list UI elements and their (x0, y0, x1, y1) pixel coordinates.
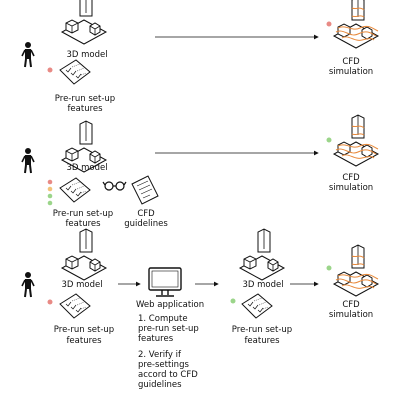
web-step1-line1: 1. Compute (138, 314, 188, 324)
cfd-label-line1: CFD (342, 300, 360, 310)
cfd-simulation-icon (333, 114, 379, 167)
checklist-icon (59, 293, 91, 319)
guidelines-label-line1: CFD (137, 209, 155, 219)
setup-label-line2: features (66, 336, 102, 346)
checklist-icon (59, 177, 91, 203)
setup-label-line2: features (67, 104, 103, 114)
status-dot-red (47, 179, 53, 185)
web-step1-line2: pre-run set-up (138, 324, 199, 334)
setup-label-line1: Pre-run set-up (53, 325, 115, 335)
model-label: 3D model (66, 163, 108, 173)
web-step2-line4: guidelines (138, 380, 182, 390)
person-icon (21, 271, 35, 298)
setup-label-line1: Pre-run set-up (231, 325, 293, 335)
setup-label-line1: Pre-run set-up (54, 94, 116, 104)
building-model-icon (61, 228, 107, 281)
status-dot-yellow (47, 186, 53, 192)
status-dot-red (47, 299, 53, 305)
glasses-icon (102, 181, 127, 191)
monitor-icon (148, 267, 182, 297)
cfd-simulation-icon (333, 0, 379, 49)
cfd-label-line1: CFD (342, 57, 360, 67)
model-label: 3D model (66, 50, 108, 60)
cfd-label-line2: simulation (328, 310, 374, 320)
status-dot-green (326, 137, 332, 143)
document-icon (131, 175, 159, 205)
status-dot-red (326, 21, 332, 27)
model-label: 3D model (242, 280, 284, 290)
guidelines-label-line2: guidelines (124, 219, 168, 229)
web-step2-line1: 2. Verify if (138, 350, 181, 360)
person-icon (21, 41, 35, 68)
web-step2-line2: pre-settings (138, 360, 189, 370)
cfd-label-line2: simulation (328, 183, 374, 193)
setup-label-line2: features (244, 336, 280, 346)
status-dot-green (326, 265, 332, 271)
status-dot-green (230, 298, 236, 304)
status-dot-green (47, 193, 53, 199)
web-step1-line3: features (138, 334, 174, 344)
model-label: 3D model (61, 280, 103, 290)
web-step2-line3: accord to CFD (138, 370, 198, 380)
status-dot-green (47, 200, 53, 206)
building-model-icon (239, 228, 285, 281)
checklist-icon (59, 59, 91, 85)
person-icon (21, 147, 35, 174)
building-model-icon (61, 0, 107, 45)
setup-label-line2: features (65, 219, 101, 229)
cfd-simulation-icon (333, 244, 379, 297)
checklist-icon (241, 293, 273, 319)
status-dot-red (47, 67, 53, 73)
setup-label-line1: Pre-run set-up (52, 209, 114, 219)
cfd-label-line1: CFD (342, 173, 360, 183)
cfd-label-line2: simulation (328, 67, 374, 77)
web-app-title: Web application (136, 300, 205, 310)
